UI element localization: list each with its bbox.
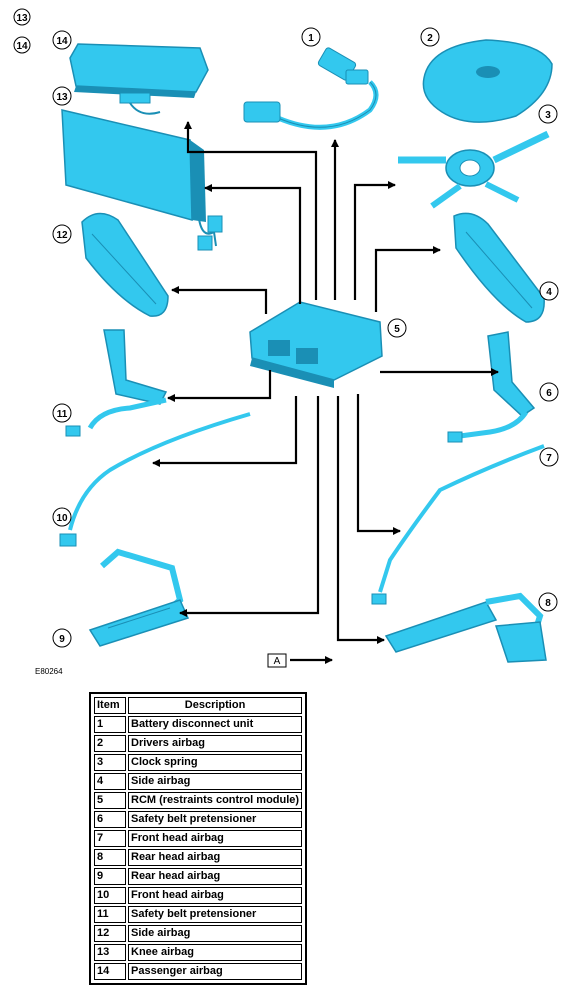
callout-3: 3 [538, 104, 558, 124]
callout-9: 9 [52, 628, 72, 648]
legend-item-number: 12 [94, 925, 126, 942]
svg-text:3: 3 [545, 110, 551, 121]
drivers-airbag-component [422, 39, 553, 123]
svg-text:14: 14 [56, 36, 68, 47]
callout-12: 12 [52, 224, 72, 244]
figure-reference: E80264 [35, 667, 63, 676]
view-label-a: A [267, 653, 287, 668]
knee-airbag-component [61, 109, 223, 251]
callout-1: 1 [301, 27, 321, 47]
battery-disconnect-component [243, 47, 379, 130]
svg-text:2: 2 [427, 33, 433, 44]
legend-header-row: Item Description [94, 697, 303, 714]
pretensioner-right-component [447, 331, 536, 443]
legend-item-description: Front head airbag [128, 887, 303, 904]
side-airbag-left-component [81, 212, 169, 317]
legend-item-description: Drivers airbag [128, 735, 303, 752]
legend-item-description: Battery disconnect unit [128, 716, 303, 733]
callout-13: 13 [52, 86, 72, 106]
rear-head-airbag-left-component [88, 548, 190, 647]
legend-item-number: 10 [94, 887, 126, 904]
passenger-airbag-component [69, 43, 209, 115]
legend-item-description: Rear head airbag [128, 849, 303, 866]
svg-text:8: 8 [545, 598, 551, 609]
legend-item-number: 11 [94, 906, 126, 923]
legend-item-description: Side airbag [128, 925, 303, 942]
connection-lines [152, 121, 499, 664]
legend-item-description: Side airbag [128, 773, 303, 790]
rear-head-airbag-right-component [384, 592, 547, 663]
legend-item-description: Safety belt pretensioner [128, 811, 303, 828]
legend-item-description: Knee airbag [128, 944, 303, 961]
callout-8: 8 [538, 592, 558, 612]
svg-text:5: 5 [394, 324, 400, 335]
legend-item-description: Passenger airbag [128, 963, 303, 980]
legend-item-number: 13 [94, 944, 126, 961]
legend-item-description: Rear head airbag [128, 868, 303, 885]
legend-item-number: 14 [94, 963, 126, 980]
callout-14: 14 [52, 30, 72, 50]
front-head-airbag-left-component [59, 412, 251, 547]
side-airbag-right-component [453, 212, 545, 323]
legend-item-number: 5 [94, 792, 126, 809]
callout-5: 5 [387, 318, 407, 338]
callout-11: 11 [52, 403, 72, 423]
svg-text:12: 12 [56, 230, 68, 241]
front-head-airbag-right-component [371, 444, 545, 605]
callout-10: 10 [52, 507, 72, 527]
legend-item-description: RCM (restraints control module) [128, 792, 303, 809]
callout-4: 4 [539, 281, 559, 301]
clock-spring-component [398, 130, 550, 209]
legend-item-number: 9 [94, 868, 126, 885]
callout-7: 7 [539, 447, 559, 467]
callout-6: 6 [539, 382, 559, 402]
legend-item-description: Front head airbag [128, 830, 303, 847]
svg-text:7: 7 [546, 453, 552, 464]
restraint-system-diagram: 13 14 [13, 8, 559, 676]
corner-ref-14: 14 [13, 36, 31, 54]
svg-text:14: 14 [16, 41, 28, 52]
legend-item-description: Safety belt pretensioner [128, 906, 303, 923]
legend-header-item: Item [94, 697, 126, 714]
callout-2: 2 [420, 27, 440, 47]
svg-text:6: 6 [546, 388, 552, 399]
svg-text:1: 1 [308, 33, 314, 44]
svg-text:11: 11 [57, 409, 68, 420]
legend-item-number: 6 [94, 811, 126, 828]
legend-item-description: Clock spring [128, 754, 303, 771]
pretensioner-left-component [65, 329, 168, 437]
legend-item-number: 8 [94, 849, 126, 866]
legend-item-number: 1 [94, 716, 126, 733]
svg-text:A: A [274, 656, 281, 667]
legend-item-number: 4 [94, 773, 126, 790]
svg-text:4: 4 [546, 287, 552, 298]
svg-text:10: 10 [56, 513, 68, 524]
legend-header-description: Description [128, 697, 303, 714]
svg-text:9: 9 [59, 634, 65, 645]
svg-text:13: 13 [56, 92, 68, 103]
legend-item-number: 2 [94, 735, 126, 752]
svg-text:13: 13 [16, 13, 28, 24]
legend-item-number: 3 [94, 754, 126, 771]
corner-ref-13: 13 [13, 8, 31, 26]
legend-item-number: 7 [94, 830, 126, 847]
